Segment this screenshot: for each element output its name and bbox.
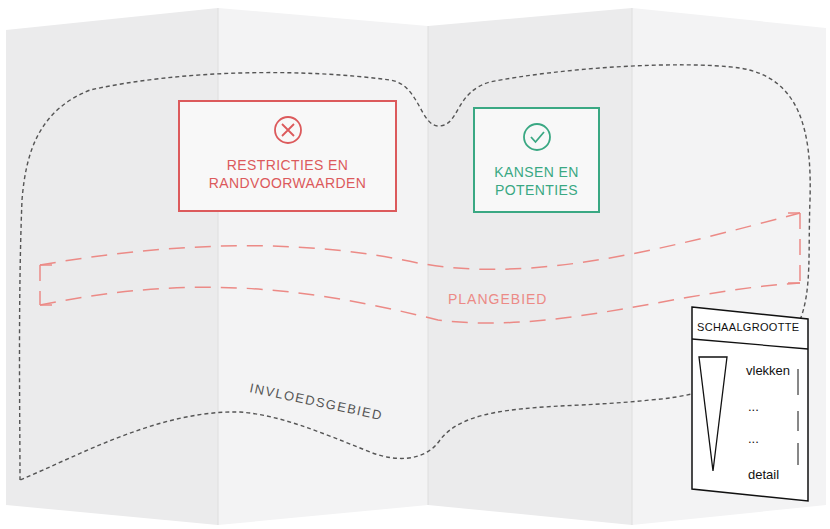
theme-box: KANSEN EN POTENTIES — [473, 107, 600, 213]
scale-step: ... — [748, 431, 759, 446]
icon-check — [531, 132, 544, 142]
fold-line — [632, 8, 633, 525]
icon-cross — [282, 124, 294, 136]
icon-circle — [524, 124, 550, 150]
card-outline — [692, 307, 808, 501]
fold-line — [218, 8, 219, 525]
map-panel — [6, 8, 218, 525]
scale-tick — [798, 411, 799, 431]
plan-area-dash — [40, 265, 52, 305]
scale-tick — [798, 443, 799, 465]
plan-area: PLANGEBIED — [38, 205, 804, 335]
scale-legend-card: SCHAALGROOTTE vlekken...... detail — [690, 305, 810, 505]
restriction-icon — [272, 114, 304, 146]
map-panel — [218, 8, 428, 525]
map-panel — [632, 8, 826, 525]
scale-title: SCHAALGROOTTE — [697, 321, 799, 333]
scale-tick — [798, 369, 799, 395]
map-panel — [428, 8, 632, 525]
plan-area-dash — [788, 213, 800, 283]
plan-area-label: PLANGEBIED — [448, 291, 547, 307]
scale-step: vlekken — [746, 363, 790, 378]
box-label: RESTRICTIES EN RANDVOORWAARDEN — [190, 156, 385, 192]
theme-box: RESTRICTIES EN RANDVOORWAARDEN — [178, 100, 397, 212]
fold-line — [428, 26, 429, 505]
box-label: KANSEN EN POTENTIES — [485, 163, 588, 199]
scale-step: ... — [748, 399, 759, 414]
plan-area-dash — [40, 283, 800, 323]
plan-area-dash — [40, 213, 800, 269]
card-divider — [692, 339, 808, 349]
plan-area-outline — [38, 205, 804, 335]
scale-step: detail — [748, 467, 779, 482]
icon-circle — [275, 117, 301, 143]
opportunity-icon — [521, 121, 553, 153]
scale-wedge — [699, 357, 727, 471]
